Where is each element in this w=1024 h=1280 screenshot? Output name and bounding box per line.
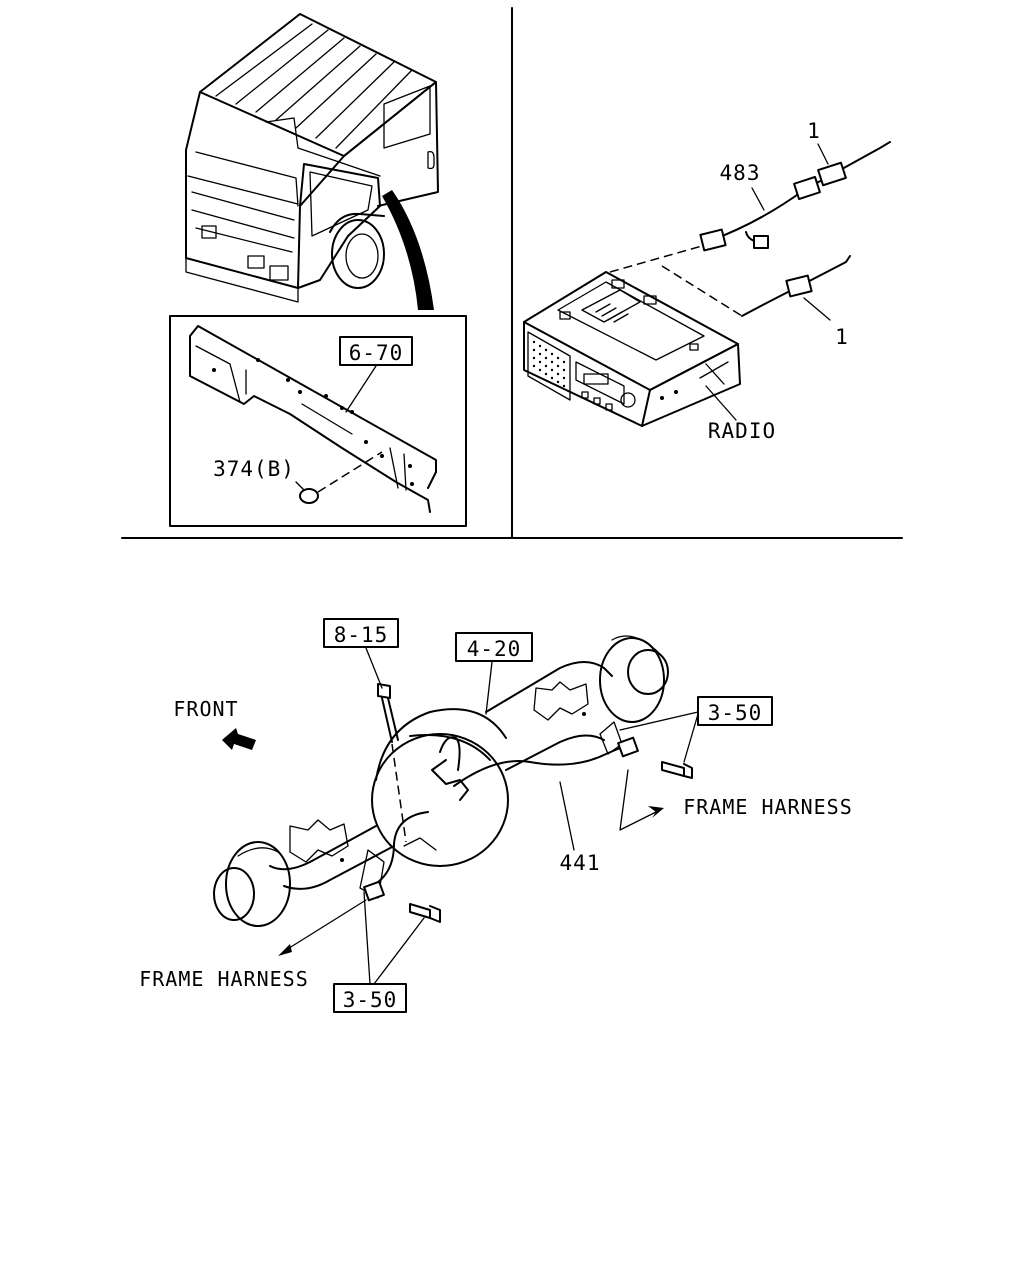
speaker-grille [532,340,566,388]
rear-axle-illustration [213,635,669,927]
frame-harness-left-label: FRAME HARNESS [139,967,309,991]
radio-harness: 483 1 1 [699,119,891,349]
front-label: FRONT [173,697,238,721]
axle-harness: 441 [363,683,693,923]
ref-3-50-right-label: 3-50 [708,701,763,725]
section-dividers [121,7,903,539]
part-483-label: 483 [720,161,761,185]
bolt-8-15 [377,683,399,743]
ref-8-15-label: 8-15 [334,623,389,647]
front-arrow-icon [222,728,256,750]
truck-cab-illustration [185,13,439,310]
bolt-left [409,903,441,923]
frame-rail [189,325,437,513]
radio-illustration: RADIO [523,245,776,443]
part-1-top-label: 1 [807,119,821,143]
frame-harness-left-arrow-icon [278,944,292,956]
ref-4-20-label: 4-20 [467,637,522,661]
part-374b-label: 374(B) [213,457,295,481]
part-441-label: 441 [560,851,601,875]
inset-box: 6-70 374(B) [169,315,467,527]
inset-ref-label: 6-70 [349,341,404,365]
grommet-part [299,488,319,504]
frame-harness-right-label: FRAME HARNESS [683,795,853,819]
radio-label: RADIO [708,419,776,443]
bottom-labels: 8-15 4-20 3-50 3-50 FRONT FRAME HARNESS … [139,618,853,1013]
bolt-right [661,761,693,779]
ref-3-50-bottom-label: 3-50 [343,988,398,1012]
frame-harness-right-arrow-icon [648,806,664,818]
part-1-bottom-label: 1 [835,325,849,349]
